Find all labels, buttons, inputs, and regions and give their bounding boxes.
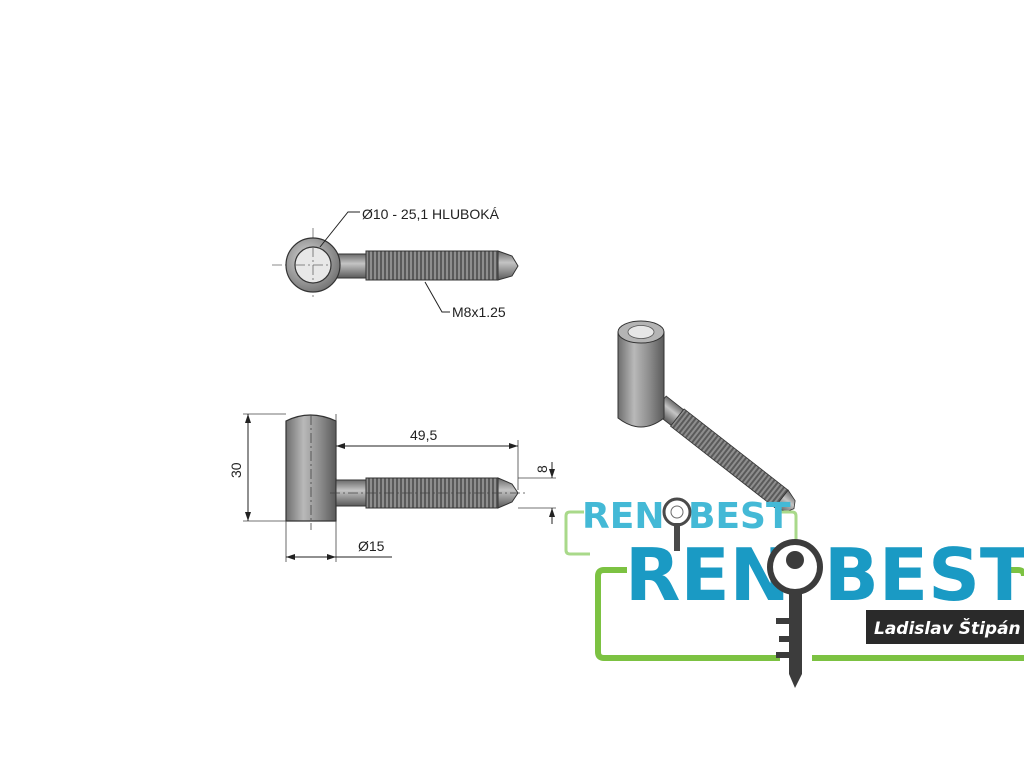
barrel-3d	[617, 331, 665, 428]
logo-small: REN BEST	[564, 496, 798, 556]
isometric-view	[617, 320, 796, 513]
height-dim: 30	[228, 462, 244, 478]
logo-big: REN BEST Ladislav Štipán	[595, 533, 1024, 688]
big-wordmark-left: REN	[625, 533, 790, 617]
owner-name: Ladislav Štipán	[874, 617, 1021, 639]
top-view: Ø10 - 25,1 HLUBOKÁ M8x1.25	[272, 206, 519, 320]
key-icon-small	[662, 497, 692, 551]
thread-dia-dim: 8	[534, 465, 550, 473]
small-wordmark-left: REN	[582, 496, 664, 537]
small-wordmark-right: BEST	[688, 496, 791, 537]
thread-callout: M8x1.25	[452, 304, 506, 320]
owner-tag	[866, 610, 1024, 644]
barrel-dia-dim: Ø15	[358, 538, 385, 554]
big-wordmark-right: BEST	[824, 533, 1024, 617]
hole-callout: Ø10 - 25,1 HLUBOKÁ	[362, 206, 500, 222]
side-view: 30 49,5 8 Ø15	[228, 413, 556, 562]
length-dim: 49,5	[410, 427, 437, 443]
thread-top	[365, 250, 499, 281]
key-icon	[767, 539, 823, 688]
